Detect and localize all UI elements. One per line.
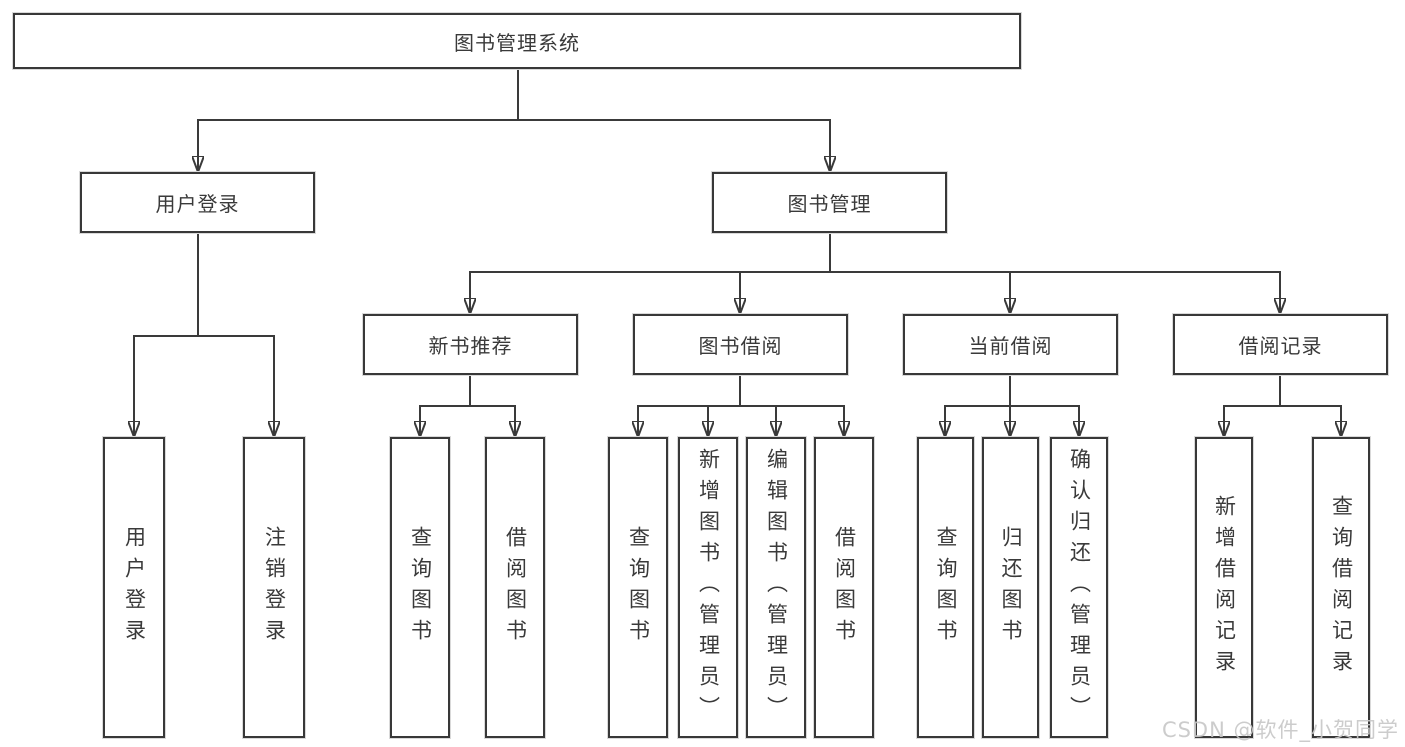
node-borrow-records: 借阅记录 (1173, 314, 1388, 375)
connector-book-management-trunk (470, 232, 1280, 273)
node-label: 用户登录 (122, 525, 147, 650)
leaf-confirm-return-admin: 确认归还（管理员） (1050, 437, 1108, 738)
node-label: 图书管理 (787, 192, 872, 216)
node-label: 用户登录 (155, 192, 240, 216)
node-book-management: 图书管理 (712, 172, 947, 233)
node-label: 查询图书 (408, 525, 433, 650)
node-label: 图书借阅 (698, 334, 783, 358)
node-label: 当前借阅 (968, 334, 1053, 358)
node-label: 新增图书（管理员） (696, 448, 721, 727)
leaf-edit-books-admin: 编辑图书（管理员） (746, 437, 806, 738)
csdn-watermark: CSDN @软件_小贺同学 (1161, 718, 1399, 742)
node-label: 图书管理系统 (454, 30, 580, 55)
leaf-add-books-admin: 新增图书（管理员） (678, 437, 738, 738)
leaf-query-books-recommend: 查询图书 (390, 437, 450, 738)
leaf-return-books: 归还图书 (982, 437, 1039, 738)
leaf-query-books-borrow: 查询图书 (608, 437, 668, 738)
node-library-management-system: 图书管理系统 (13, 13, 1021, 69)
node-label: 注销登录 (262, 525, 287, 650)
node-label: 确认归还（管理员） (1067, 448, 1092, 727)
connector-user-login-trunk (134, 232, 274, 337)
node-label: 借阅图书 (832, 525, 857, 650)
connector-root-trunk (198, 68, 830, 121)
leaf-query-books-current: 查询图书 (917, 437, 974, 738)
node-label: 新书推荐 (428, 334, 513, 358)
node-label: 编辑图书（管理员） (764, 448, 789, 727)
node-label: 借阅记录 (1238, 334, 1323, 358)
connector-new-book-trunk (420, 375, 515, 407)
connector-borrow-records-trunk (1224, 375, 1341, 407)
leaf-query-borrow-record: 查询借阅记录 (1312, 437, 1370, 738)
node-label: 查询借阅记录 (1329, 494, 1354, 681)
leaf-borrow-books-borrow: 借阅图书 (814, 437, 874, 738)
leaf-logout: 注销登录 (243, 437, 305, 738)
connector-book-borrow-trunk (638, 375, 844, 407)
node-user-login: 用户登录 (80, 172, 315, 233)
connector-current-borrow-trunk (945, 375, 1079, 407)
node-label: 归还图书 (999, 525, 1023, 650)
node-current-borrow: 当前借阅 (903, 314, 1118, 375)
node-label: 查询图书 (626, 525, 651, 650)
node-label: 查询图书 (934, 525, 958, 650)
node-new-book-recommend: 新书推荐 (363, 314, 578, 375)
leaf-borrow-books-recommend: 借阅图书 (485, 437, 545, 738)
node-book-borrow: 图书借阅 (633, 314, 848, 375)
leaf-add-borrow-record: 新增借阅记录 (1195, 437, 1253, 738)
node-label: 借阅图书 (503, 525, 528, 650)
leaf-user-login: 用户登录 (103, 437, 165, 738)
node-label: 新增借阅记录 (1212, 494, 1237, 681)
